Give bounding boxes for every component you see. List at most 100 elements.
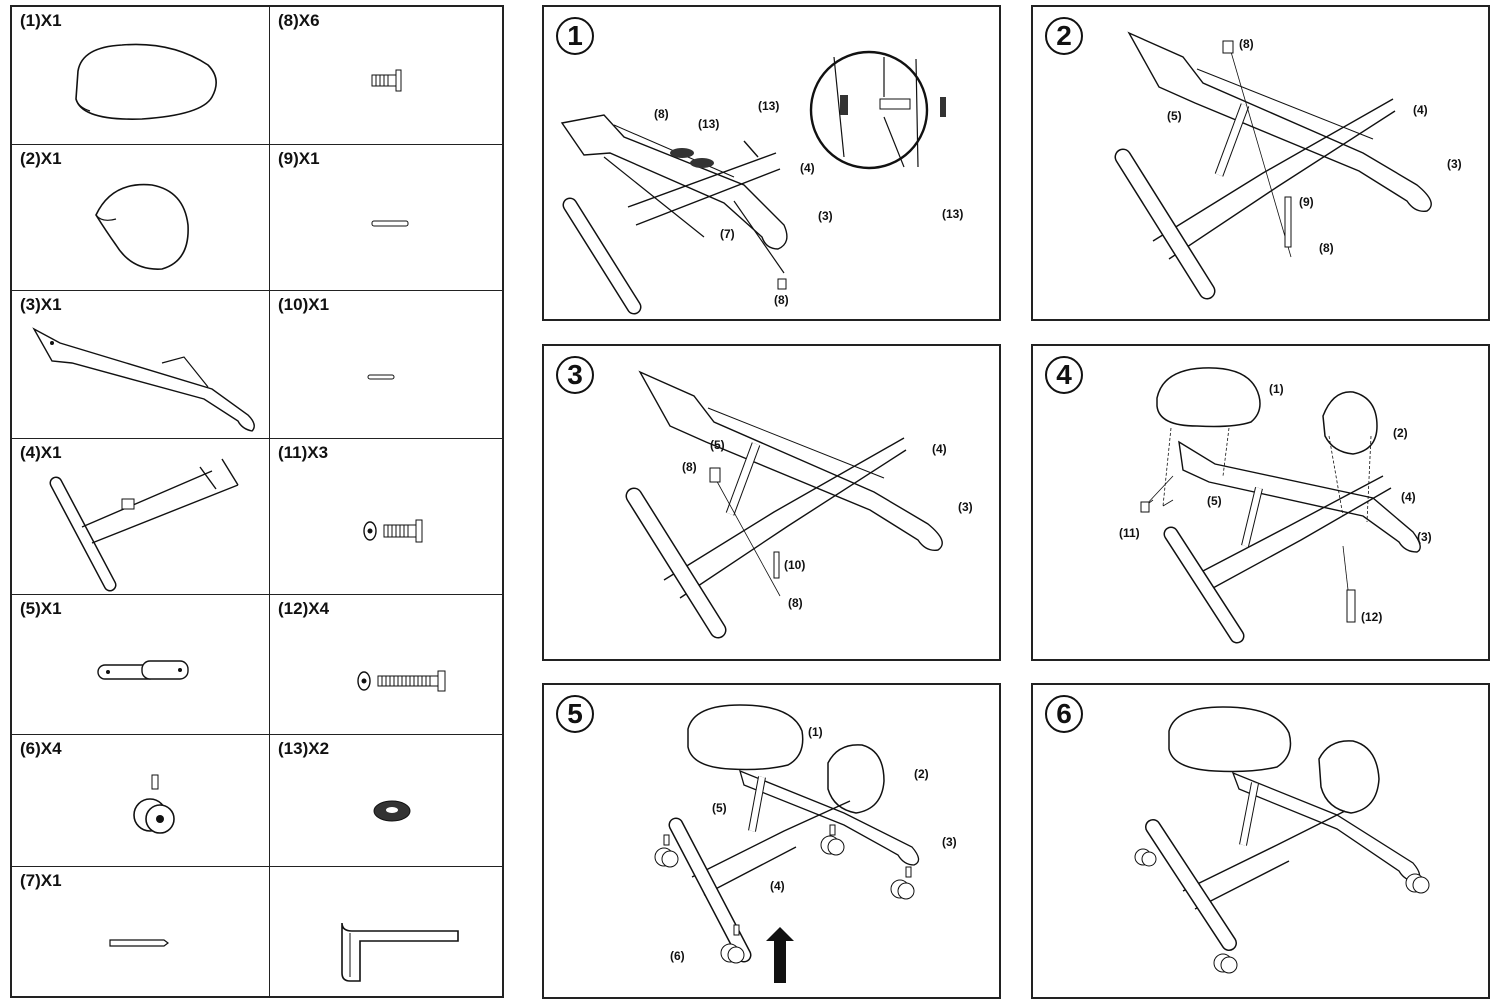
step-5-panel: 5 (1) (2) (5) (3) (4) (6) — [542, 683, 1001, 999]
callout-seat-1: (1) — [1269, 382, 1284, 396]
part-cell-pin-10: (10)X1 — [270, 291, 504, 439]
step-2-panel: 2 (8) (5) (4) (3) (9) (8) — [1031, 5, 1490, 321]
part-label: (3)X1 — [20, 295, 62, 314]
pin-icon — [371, 220, 409, 227]
part-cell-base-4: (4)X1 — [12, 439, 270, 595]
step-number: 3 — [556, 356, 594, 394]
callout-frame-3: (3) — [958, 500, 973, 514]
seat-icon — [75, 43, 217, 120]
part-label: (2)X1 — [20, 149, 62, 168]
step-1-illustration — [560, 50, 946, 315]
caster-wheel-icon — [1405, 873, 1430, 894]
callout-pin-9: (9) — [1299, 195, 1314, 209]
callout-frame-3: (3) — [942, 835, 957, 849]
callout-gas-lift-5: (5) — [1207, 494, 1222, 508]
rubber-washer-icon — [373, 800, 411, 822]
caster-wheel-icon — [1213, 953, 1238, 974]
part-cell-frame-3: (3)X1 — [12, 291, 270, 439]
part-cell-screw-8: (8)X6 — [270, 7, 504, 145]
step-number: 1 — [556, 17, 594, 55]
callout-pin-10: (10) — [784, 558, 806, 572]
callout-bolt-12: (12) — [1361, 610, 1383, 624]
bolt-washer-icon — [363, 519, 423, 543]
part-label: (8)X6 — [278, 11, 320, 30]
step-4-illustration — [1140, 367, 1421, 644]
step-number: 6 — [1045, 695, 1083, 733]
part-cell-bolt-11: (11)X3 — [270, 439, 504, 595]
callout-gas-lift-5: (5) — [1167, 109, 1182, 123]
part-cell-rod-7: (7)X1 — [12, 867, 270, 998]
step-3-panel: 3 (5) (4) (8) (3) (10) (8) — [542, 344, 1001, 661]
callout-base-4: (4) — [800, 161, 815, 175]
part-cell-hex-key — [270, 867, 504, 998]
caster-wheel-icon — [654, 834, 679, 868]
step-number: 5 — [556, 695, 594, 733]
step-1-panel: 1 (8) (13) (13) (4) (3) (7) (8) (13) — [542, 5, 1001, 321]
callout-base-4: (4) — [770, 879, 785, 893]
part-label: (4)X1 — [20, 443, 62, 462]
step-5-illustration — [654, 704, 920, 983]
callout-base-4: (4) — [932, 442, 947, 456]
callout-screw-8: (8) — [682, 460, 697, 474]
caster-wheel-icon — [820, 824, 845, 856]
part-label: (12)X4 — [278, 599, 330, 618]
step-6-illustration — [1134, 706, 1430, 974]
screw-icon — [371, 69, 402, 92]
part-label: (7)X1 — [20, 871, 62, 890]
bolt-washer-icon — [357, 670, 446, 692]
callout-washer-13-right: (13) — [942, 207, 964, 221]
callout-washer-13-detail: (13) — [758, 99, 780, 113]
callout-backrest-2: (2) — [914, 767, 929, 781]
detail-magnifier — [809, 50, 929, 170]
frame-bar-icon — [32, 327, 255, 432]
callout-screw-8: (8) — [1239, 37, 1254, 51]
part-cell-caster-6: (6)X4 — [12, 735, 270, 867]
callout-washer-13: (13) — [698, 117, 720, 131]
base-frame-icon — [49, 458, 239, 592]
step-number: 4 — [1045, 356, 1083, 394]
part-cell-pin-9: (9)X1 — [270, 145, 504, 291]
up-arrow-icon — [766, 927, 794, 983]
part-label: (9)X1 — [278, 149, 320, 168]
hex-key-icon — [341, 922, 459, 982]
caster-wheel-icon — [720, 924, 745, 964]
callout-caster-6: (6) — [670, 949, 685, 963]
part-label: (10)X1 — [278, 295, 330, 314]
caster-wheel-icon — [1134, 848, 1157, 867]
callout-base-4: (4) — [1401, 490, 1416, 504]
callout-frame-3: (3) — [1447, 157, 1462, 171]
callout-rod-7: (7) — [720, 227, 735, 241]
callout-seat-1: (1) — [808, 725, 823, 739]
part-cell-washer-13: (13)X2 — [270, 735, 504, 867]
callout-frame-3: (3) — [818, 209, 833, 223]
part-label: (5)X1 — [20, 599, 62, 618]
step-3-illustration — [625, 370, 943, 639]
callout-frame-3: (3) — [1417, 530, 1432, 544]
part-cell-seat: (1)X1 — [12, 7, 270, 145]
callout-base-4: (4) — [1413, 103, 1428, 117]
part-label: (1)X1 — [20, 11, 62, 30]
step-6-panel: 6 — [1031, 683, 1490, 999]
gas-lift-icon — [97, 660, 189, 680]
part-cell-bolt-12: (12)X4 — [270, 595, 504, 735]
callout-screw-8-bottom: (8) — [774, 293, 789, 307]
part-cell-gas-lift-5: (5)X1 — [12, 595, 270, 735]
part-cell-backrest: (2)X1 — [12, 145, 270, 291]
part-label: (11)X3 — [278, 443, 329, 462]
callout-gas-lift-5: (5) — [710, 438, 725, 452]
step-4-panel: 4 (1) (2) (4) (5) (3) (11) (12) — [1031, 344, 1490, 661]
callout-bolt-11: (11) — [1119, 526, 1140, 540]
part-label: (13)X2 — [278, 739, 330, 758]
caster-wheel-icon — [890, 866, 915, 900]
caster-wheel-icon — [133, 774, 175, 834]
step-number: 2 — [1045, 17, 1083, 55]
pin-icon — [367, 374, 395, 380]
parts-list: (1)X1 (8)X6 (2)X1 (9)X1 (3)X1 (10)X1 (4)… — [10, 5, 504, 998]
callout-backrest-2: (2) — [1393, 426, 1408, 440]
callout-screw-8-bottom: (8) — [788, 596, 803, 610]
callout-screw-8: (8) — [654, 107, 669, 121]
step-2-illustration — [1114, 31, 1432, 300]
callout-gas-lift-5: (5) — [712, 801, 727, 815]
callout-screw-8-bottom: (8) — [1319, 241, 1334, 255]
knee-pad-icon — [95, 183, 189, 270]
